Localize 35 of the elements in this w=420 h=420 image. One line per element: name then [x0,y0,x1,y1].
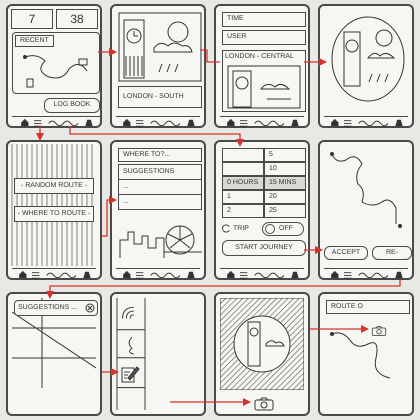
phone-screen [214,4,310,128]
connector-arrow [46,280,401,299]
phone-screen [6,140,102,280]
phone-screen [6,4,102,128]
camera-icon [370,324,388,338]
connector-arrow [304,58,327,66]
edit-icon [120,364,140,384]
connector-arrow [102,368,119,376]
connector-arrow [170,398,251,406]
clock-tower-drawing [118,12,202,82]
phone-screen [110,4,206,128]
connector-line [200,49,220,63]
stat-tile: 7 [11,9,53,29]
location-card [222,50,306,112]
phone-screen [110,140,206,280]
phone-screen [214,140,310,280]
connector-arrow [102,196,117,237]
connector-arrow [36,126,44,141]
phone-screen [214,292,310,416]
stat-tile: 38 [56,9,98,29]
nav-bar [12,116,100,128]
map-panel [12,32,100,94]
suggestions-list [118,164,202,210]
connector-arrow [304,246,323,254]
phone-screen [318,4,414,128]
search-bar [14,300,98,316]
connector-arrow [98,48,117,56]
phone-screen [110,292,206,416]
phone-screen [318,292,414,416]
connector-arrow [69,126,244,147]
connector-arrow [310,325,369,333]
time-table [222,148,306,218]
camera-button [252,396,276,412]
phone-screen [318,140,414,280]
phone-screen [6,292,102,416]
